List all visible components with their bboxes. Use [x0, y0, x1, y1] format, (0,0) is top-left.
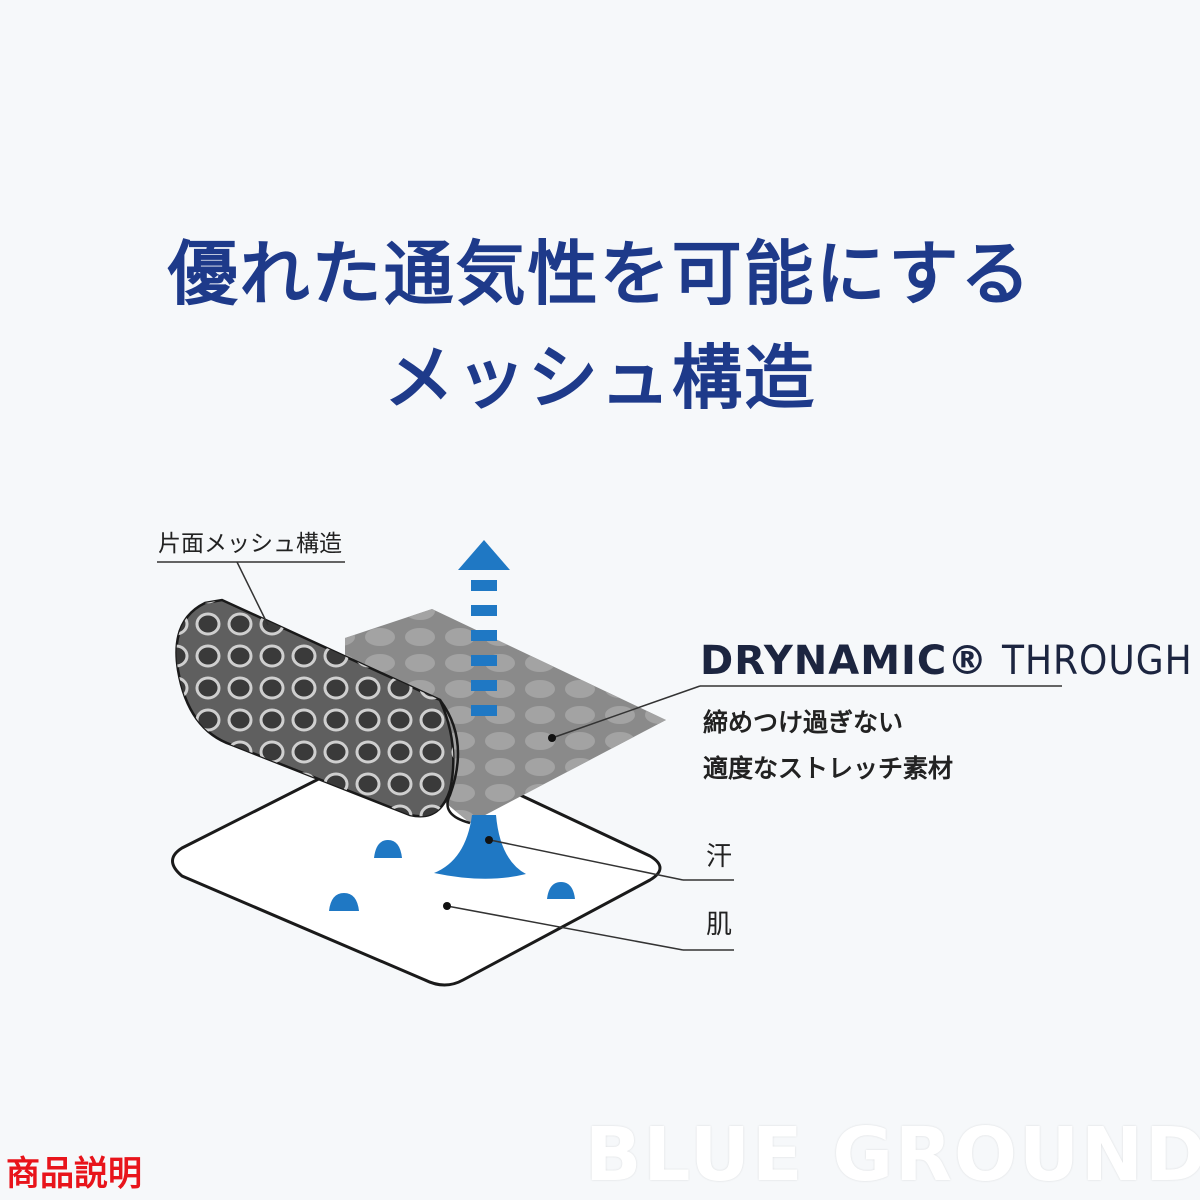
- skin-leader-dot: [443, 902, 451, 910]
- brand-bold: DRYNAMIC®: [700, 638, 989, 684]
- skin-leader: [446, 905, 684, 951]
- brand-name: DRYNAMIC® THROUGH: [700, 638, 1193, 684]
- headline: 優れた通気性を可能にする メッシュ構造: [0, 222, 1200, 430]
- headline-line-1: 優れた通気性を可能にする: [167, 233, 1033, 315]
- mesh-structure-label: 片面メッシュ構造: [158, 531, 342, 557]
- sweat-drop-2: [329, 893, 359, 911]
- sweat-label: 汗: [706, 842, 733, 872]
- brand-leader-dot: [548, 734, 556, 742]
- airflow-arrow: [458, 540, 510, 716]
- mesh-leader: [236, 561, 269, 626]
- sweat-leader: [489, 839, 684, 881]
- brand-leader: [551, 685, 701, 739]
- sweat-funnel: [434, 815, 526, 879]
- headline-line-2: メッシュ構造: [384, 337, 816, 419]
- desc-line-2: 適度なストレッチ素材: [703, 754, 954, 783]
- watermark: BLUE GROUND: [585, 1112, 1200, 1198]
- sweat-leader-dot: [485, 836, 493, 844]
- brand-thin: THROUGH: [1001, 638, 1193, 684]
- desc-line-1: 締めつけ過ぎない: [703, 708, 904, 737]
- sweat-drop-3: [547, 882, 575, 899]
- product-description-tag: 商品説明: [6, 1154, 142, 1194]
- skin-label: 肌: [706, 910, 733, 940]
- material-description: 締めつけ過ぎない 適度なストレッチ素材: [703, 700, 953, 792]
- sweat-drop-1: [374, 840, 402, 858]
